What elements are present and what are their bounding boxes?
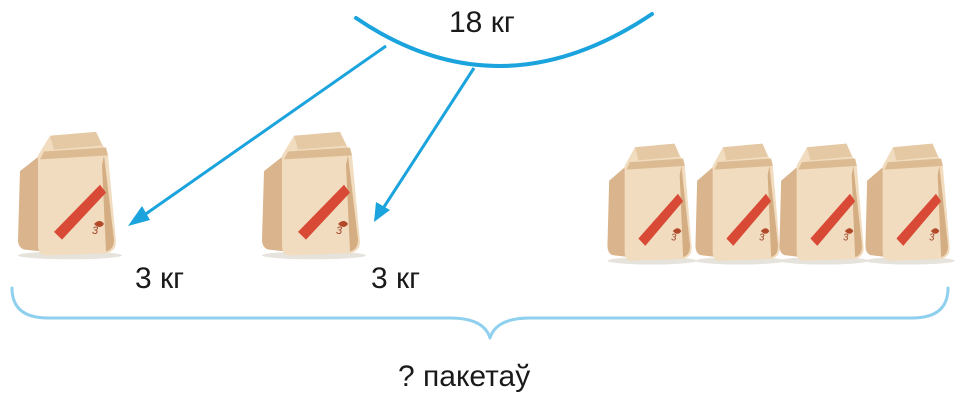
bag-1-weight-label: 3 кг xyxy=(135,262,185,295)
arrowhead-2 xyxy=(374,202,390,222)
bag-2-weight-label: 3 кг xyxy=(371,262,421,295)
grouping-brace xyxy=(10,286,950,340)
sack-icon xyxy=(865,143,955,265)
arrow-to-bag-2 xyxy=(380,67,476,211)
sack-icon xyxy=(18,131,122,260)
top-arc xyxy=(354,12,654,68)
sack-icon xyxy=(695,143,785,265)
sack-icon xyxy=(607,143,697,265)
total-weight-label: 18 кг xyxy=(449,6,515,39)
arrow-to-bag-1 xyxy=(139,44,387,220)
sack-icon xyxy=(779,143,869,265)
sack-icon xyxy=(262,131,366,260)
arrowhead-1 xyxy=(128,206,150,226)
question-label: ? пакетаў xyxy=(398,360,531,393)
